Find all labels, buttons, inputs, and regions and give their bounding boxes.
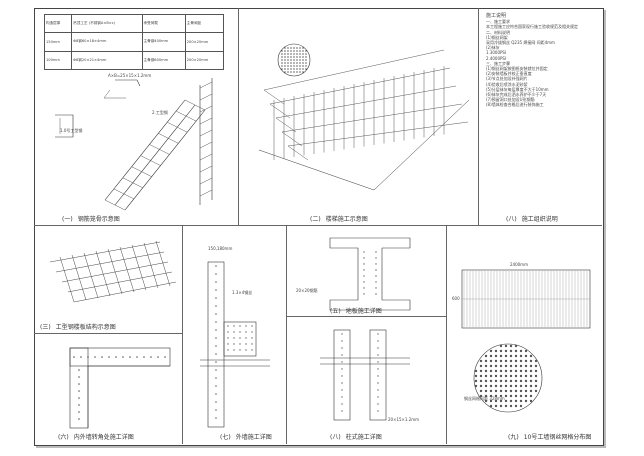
- drawing-frame: [34, 8, 604, 446]
- column-detail-drawing: [329, 237, 411, 311]
- caption-10: (九) 10号工墙钢丝网格分布图: [508, 432, 591, 441]
- notes-line: (6)抹灰完成后洒水养护不少于7天: [486, 92, 547, 98]
- caption-1: (一) 钢筋笼骨示意图: [62, 214, 120, 223]
- notes-line: (2)安装墙板并校正垂直度: [486, 71, 532, 77]
- grid-divider-small-mid: [286, 316, 446, 317]
- caption-text: 钢筋笼骨示意图: [77, 216, 120, 223]
- notes-line: (5)分层抹灰每层厚度不大于10mm: [486, 86, 549, 92]
- grid-divider-vertical-1: [238, 8, 239, 225]
- notes-line: 二、材料说明: [486, 29, 510, 35]
- label-layer-3a: 2.工型钢: [152, 110, 168, 115]
- caption-number: (七): [220, 434, 231, 441]
- notes-line: 2.4000PSI: [486, 55, 507, 61]
- grid-divider-horizontal: [34, 225, 602, 226]
- rebar-cage-drawing: [55, 78, 213, 211]
- label-detail-grid: 钢丝网格间距 328mm: [464, 396, 505, 401]
- caption-number: (六): [58, 434, 69, 441]
- caption-2: (二) 楼梯施工示意图: [310, 214, 368, 223]
- caption-number: (二): [310, 216, 321, 223]
- spec-cell: 构造层厚: [43, 13, 73, 34]
- notes-line: 一、施工要求: [486, 19, 510, 25]
- caption-text: 外墙施工详图: [235, 434, 272, 441]
- caption-number: (一): [62, 216, 73, 223]
- spec-cell: Φ8钢60×18×4mm: [71, 32, 143, 52]
- label-dim-c: 20×20钢筋: [296, 288, 318, 293]
- grid-divider-vertical-2: [478, 8, 479, 225]
- caption-4: (三) 工型钢楼板结构示意图: [40, 322, 116, 331]
- grid-divider-vertical-5: [446, 225, 447, 444]
- caption-6: (五) 地板施工详图: [330, 306, 382, 315]
- caption-number: (九): [508, 434, 519, 441]
- caption-text: 楼梯施工示意图: [325, 216, 368, 223]
- label-layer-1: 1.3×4钢丝: [232, 290, 253, 295]
- spec-cell: 主骨钢400mm: [141, 32, 186, 52]
- spec-cell: 200×20mm: [184, 32, 225, 52]
- caption-8: (七) 外墙施工详图: [220, 432, 272, 441]
- mesh-grid-drawing: [461, 269, 591, 413]
- grid-divider-vertical-4: [286, 225, 287, 444]
- spec-cell: 主骨钢600mm: [141, 50, 186, 71]
- wall-section-drawing: [200, 261, 270, 428]
- caption-text: 内外墙转角处施工详图: [73, 434, 134, 441]
- spec-cell: 100mm: [43, 50, 73, 71]
- notes-line: (4)验收后喷涂水泥砂浆: [486, 81, 528, 87]
- caption-text: 柱式施工详图: [345, 434, 382, 441]
- stair-perspective-drawing: [258, 43, 470, 191]
- caption-7: (六) 内外墙转角处施工详图: [58, 432, 134, 441]
- spec-cell: 200×20mm: [184, 50, 225, 71]
- notes-line: (1)钢丝网架: [486, 34, 508, 40]
- grid-divider-vertical-3: [182, 225, 183, 444]
- caption-text: 10号工墙钢丝网格分布图: [523, 434, 592, 441]
- spec-cell: 吊顶工艺 (不锈钢A×B×c): [71, 13, 143, 34]
- spec-cell: 承受荷载: [141, 13, 186, 34]
- label-layer-2a: 1.0号工型钢: [60, 128, 83, 133]
- caption-text: 工型钢楼板结构示意图: [55, 324, 116, 331]
- caption-number: (八): [330, 434, 341, 441]
- notes-line: 1.3000PSI: [486, 50, 507, 56]
- notes-title: 施工说明: [486, 13, 507, 19]
- label-dim-b: 150,180mm: [208, 246, 233, 251]
- construction-notes: 施工说明 一、施工要求 本工程施工应符合国家现行施工验收规范及相关规定二、材料说…: [486, 13, 594, 108]
- caption-text: 施工组织说明: [521, 216, 558, 223]
- caption-3: (八) 施工组织说明: [506, 214, 558, 223]
- corner-detail-drawing: [69, 347, 171, 429]
- label-dim-d: 20×15×1.2mm: [388, 417, 420, 422]
- notes-line: 三、施工步骤: [486, 60, 510, 66]
- notes-line: (3)节点处加设补强网片: [486, 76, 528, 82]
- dimension-side: 600: [452, 296, 460, 301]
- notes-line: (7)预留洞口处加设U形钢筋: [486, 97, 535, 103]
- notes-line: (2)抹灰: [486, 45, 500, 51]
- ibeam-floor-drawing: [49, 240, 177, 303]
- caption-number: (五): [330, 308, 341, 315]
- notes-line: 采用冷拔钢丝 Q235 焊接网 间距4mm: [486, 40, 555, 46]
- spec-cell: 150mm: [43, 32, 73, 52]
- dimension-top: 2400mm: [510, 262, 528, 267]
- label-dim-a: A×B=25×15×1.2mm: [108, 73, 152, 78]
- spec-cell: 主骨间距: [184, 13, 225, 34]
- column-joint-drawing: [320, 329, 410, 421]
- notes-line: 本工程施工应符合国家现行施工验收规范及相关规定: [486, 24, 578, 30]
- notes-line: (8)墙体检查合格后进行装饰施工: [486, 102, 544, 108]
- caption-9: (八) 柱式施工详图: [330, 432, 382, 441]
- caption-text: 地板施工详图: [345, 308, 382, 315]
- spec-cell: Φ8钢20×21×4mm: [71, 50, 143, 71]
- grid-divider-small-left: [34, 333, 182, 334]
- caption-number: (三): [40, 324, 51, 331]
- caption-number: (八): [506, 216, 517, 223]
- notes-line: (1)钢丝网架按图纸安装就位并固定: [486, 66, 548, 72]
- spec-row: 构造层厚吊顶工艺 (不锈钢A×B×c)承受荷载主骨间距: [43, 13, 225, 34]
